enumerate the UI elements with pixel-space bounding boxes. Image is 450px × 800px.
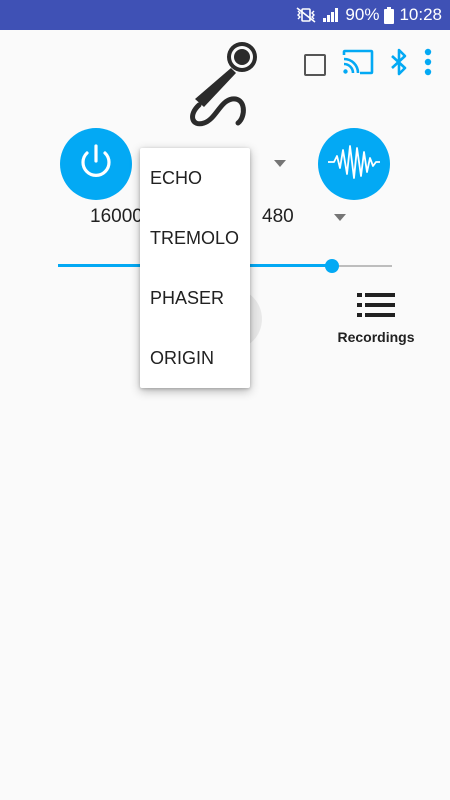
list-icon bbox=[357, 292, 395, 323]
menu-item-echo[interactable]: ECHO bbox=[150, 167, 203, 188]
sample-rate-value[interactable]: 16000 bbox=[90, 206, 143, 227]
clock: 10:28 bbox=[399, 5, 442, 24]
buffer-spinner-arrow-icon[interactable] bbox=[334, 214, 346, 221]
menu-item-origin[interactable]: ORIGIN bbox=[150, 347, 215, 368]
more-vert-icon[interactable] bbox=[424, 48, 432, 81]
checkbox-icon[interactable] bbox=[304, 53, 326, 76]
slider-thumb[interactable] bbox=[324, 259, 339, 273]
power-icon bbox=[76, 142, 116, 187]
waveform-icon bbox=[326, 142, 382, 187]
power-button[interactable] bbox=[60, 128, 132, 200]
cast-icon[interactable] bbox=[342, 49, 374, 80]
effect-dropdown-menu: ECHO TREMOLO PHASER ORIGIN bbox=[140, 148, 250, 388]
effect-spinner-arrow-icon[interactable] bbox=[274, 160, 286, 167]
recordings-button[interactable]: Recordings bbox=[332, 292, 420, 345]
status-bar: 90% 10:28 bbox=[0, 0, 450, 30]
vibrate-mute-icon bbox=[295, 7, 317, 23]
battery-icon bbox=[384, 6, 395, 24]
menu-item-tremolo[interactable]: TREMOLO bbox=[150, 227, 240, 248]
menu-item-phaser[interactable]: PHASER bbox=[150, 287, 225, 308]
microphone-icon bbox=[180, 35, 265, 130]
battery-percent: 90% bbox=[345, 5, 380, 24]
signal-icon bbox=[322, 7, 340, 23]
bluetooth-icon[interactable] bbox=[390, 48, 408, 81]
app-content: 16000 480 Recordings ECHO TREMOLO PHASER… bbox=[0, 30, 450, 800]
toolbar-actions bbox=[304, 48, 432, 81]
waveform-button[interactable] bbox=[318, 128, 390, 200]
buffer-size-value[interactable]: 480 bbox=[262, 206, 294, 227]
recordings-label: Recordings bbox=[337, 329, 415, 345]
